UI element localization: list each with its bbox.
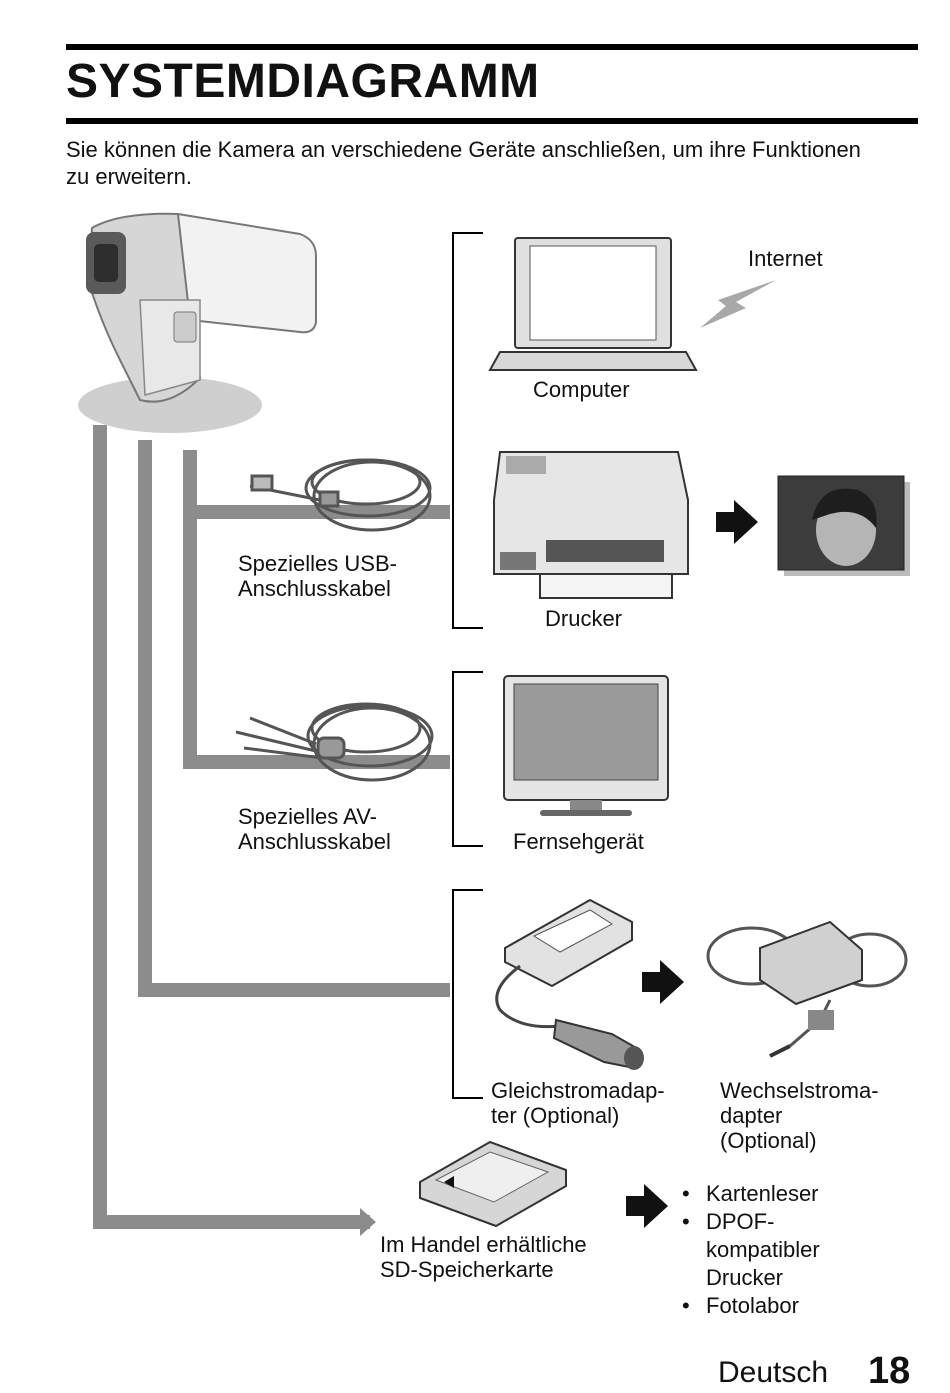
list-item: DPOF- kompatibler Drucker: [682, 1208, 820, 1292]
sd-card-uses-list: Kartenleser DPOF- kompatibler Drucker Fo…: [682, 1180, 820, 1320]
internet-label: Internet: [748, 246, 823, 271]
sd-arrow-head: [360, 1208, 376, 1236]
title-underline: [66, 118, 918, 124]
list-item: Kartenleser: [682, 1180, 820, 1208]
connection-lines: [93, 425, 450, 1229]
ac-adapter-label: Wechselstroma- dapter (Optional): [720, 1078, 879, 1153]
tv-label: Fernsehgerät: [513, 829, 644, 854]
sd-card-illustration: [419, 1140, 567, 1228]
printer-label: Drucker: [545, 606, 623, 631]
arrow-icons: [626, 500, 758, 1228]
brackets: [452, 232, 483, 1099]
usb-cable-label: Spezielles USB- Anschlusskabel: [238, 551, 397, 601]
photo-print-illustration: [777, 475, 910, 576]
camera-illustration: [78, 212, 317, 433]
sd-card-label: Im Handel erhältliche SD-Speicherkarte: [380, 1232, 587, 1282]
page-number: 18: [868, 1350, 911, 1392]
page-title: SYSTEMDIAGRAMM: [66, 55, 540, 108]
footer-language: Deutsch: [718, 1356, 829, 1389]
computer-label: Computer: [533, 377, 630, 402]
av-cable-illustration: [235, 702, 434, 782]
tv-illustration: [503, 675, 669, 816]
laptop-illustration: [488, 237, 698, 371]
av-cable-label: Spezielles AV- Anschlusskabel: [238, 804, 391, 854]
ac-adapter-illustration: [706, 920, 908, 1058]
printer-illustration: [493, 451, 689, 599]
top-rule: [66, 44, 918, 50]
dc-adapter-illustration: [495, 898, 644, 1070]
lightning-icon: [700, 280, 776, 328]
intro-text: Sie können die Kamera an verschiedene Ge…: [66, 137, 861, 189]
list-item: Fotolabor: [682, 1292, 820, 1320]
usb-cable-illustration: [249, 458, 432, 532]
dc-adapter-label: Gleichstromadap- ter (Optional): [491, 1078, 665, 1128]
